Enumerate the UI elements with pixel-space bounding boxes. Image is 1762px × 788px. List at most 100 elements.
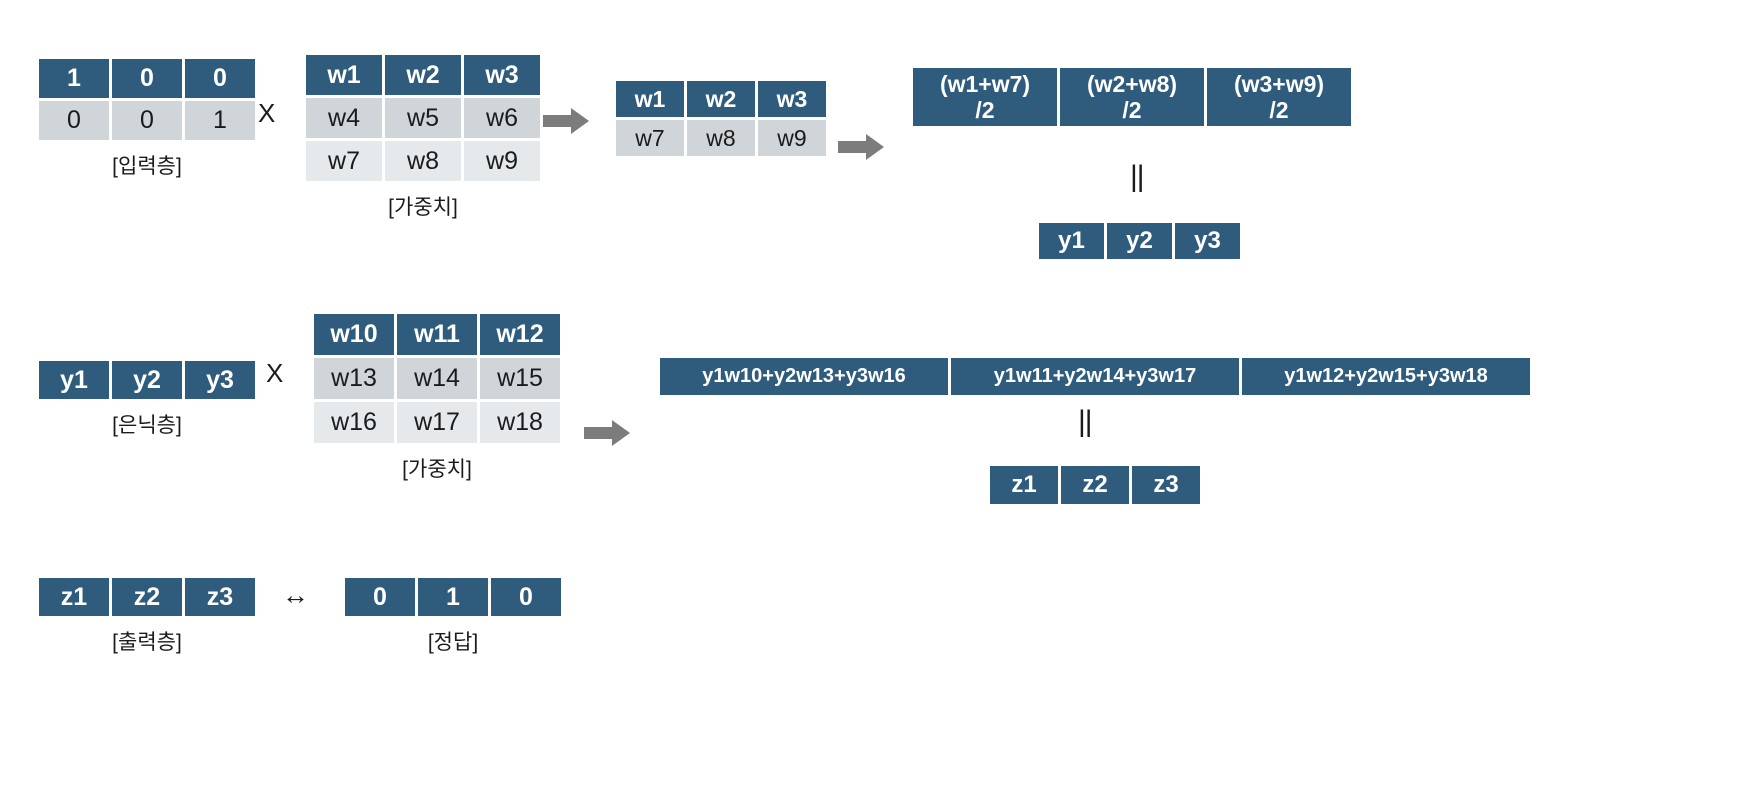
cell: w1 (616, 81, 684, 117)
cell: 0 (345, 578, 415, 616)
right-arrow-icon (838, 134, 884, 160)
multiply-operator-2: X (266, 358, 284, 388)
averaged-result-matrix: (w1+w7) /2 (w2+w8) /2 (w3+w9) /2 (910, 65, 1354, 129)
weights-matrix-1-caption: [가중치] (388, 196, 458, 219)
weights-matrix-2-block: w10 w11 w12 w13 w14 w15 w16 w17 w18 [가중치… (311, 311, 563, 483)
cell: w5 (385, 98, 461, 138)
cell: w9 (464, 141, 540, 181)
cell: y3 (185, 361, 255, 399)
hidden-layer-caption: [은닉층] (112, 414, 182, 437)
cell: w8 (687, 120, 755, 156)
cell: w4 (306, 98, 382, 138)
cell: 1 (185, 101, 255, 140)
cell: w10 (314, 314, 394, 355)
output-layer-block: z1 z2 z3 [출력층] (36, 575, 258, 656)
table-row: y1 y2 y3 (39, 361, 255, 399)
table-row: w10 w11 w12 (314, 314, 560, 355)
cell: y2 (112, 361, 182, 399)
table-row: w4 w5 w6 (306, 98, 540, 138)
cell: w16 (314, 402, 394, 443)
cell: w3 (464, 55, 540, 95)
arrow-head (866, 134, 884, 160)
arrow-head (571, 108, 589, 134)
table-row: 0 0 1 (39, 101, 255, 140)
cell: w2 (385, 55, 461, 95)
input-layer-block: 1 0 0 0 0 1 [입력층] (36, 56, 258, 180)
table-row: w13 w14 w15 (314, 358, 560, 399)
cell: w12 (480, 314, 560, 355)
arrow-shaft (584, 427, 614, 439)
table-row: z1 z2 z3 (990, 466, 1200, 504)
cell: w14 (397, 358, 477, 399)
cell: w13 (314, 358, 394, 399)
cell: z2 (112, 578, 182, 616)
table-row: y1 y2 y3 (1039, 223, 1240, 259)
cell: y3 (1175, 223, 1240, 259)
weights-matrix-1: w1 w2 w3 w4 w5 w6 w7 w8 w9 (303, 52, 543, 184)
output-layer-caption: [출력층] (112, 631, 182, 654)
bidirectional-arrow-icon: ↔ (282, 580, 309, 610)
input-layer-caption: [입력층] (112, 155, 182, 178)
cell: z2 (1061, 466, 1129, 504)
multiply-operator-1: X (258, 98, 276, 128)
weights-matrix-2: w10 w11 w12 w13 w14 w15 w16 w17 w18 (311, 311, 563, 446)
cell: z3 (1132, 466, 1200, 504)
cell: 0 (112, 59, 182, 98)
equals-operator-1: || (1130, 160, 1145, 193)
cell: y1w12+y2w15+y3w18 (1242, 358, 1530, 395)
cell: w7 (616, 120, 684, 156)
selected-weights-block: w1 w2 w3 w7 w8 w9 (613, 78, 829, 159)
right-arrow-icon (543, 108, 589, 134)
table-row: w1 w2 w3 (306, 55, 540, 95)
answer-vector-block: 0 1 0 [정답] (342, 575, 564, 656)
cell: w18 (480, 402, 560, 443)
table-row: (w1+w7) /2 (w2+w8) /2 (w3+w9) /2 (913, 68, 1351, 126)
table-row: w16 w17 w18 (314, 402, 560, 443)
arrow-head (612, 420, 630, 446)
table-row: w1 w2 w3 (616, 81, 826, 117)
cell: 0 (39, 101, 109, 140)
input-layer-matrix: 1 0 0 0 0 1 (36, 56, 258, 143)
cell: (w1+w7) /2 (913, 68, 1057, 126)
equals-operator-2: || (1078, 405, 1093, 438)
table-row: w7 w8 w9 (616, 120, 826, 156)
selected-weights-matrix: w1 w2 w3 w7 w8 w9 (613, 78, 829, 159)
cell: y1 (39, 361, 109, 399)
table-row: z1 z2 z3 (39, 578, 255, 616)
table-row: y1w10+y2w13+y3w16 y1w11+y2w14+y3w17 y1w1… (660, 358, 1530, 395)
cell: w7 (306, 141, 382, 181)
y-vector-result: y1 y2 y3 (1036, 220, 1243, 262)
z-vector-result: z1 z2 z3 (987, 463, 1203, 507)
arrow-shaft (543, 115, 573, 127)
averaged-result-block: (w1+w7) /2 (w2+w8) /2 (w3+w9) /2 (910, 65, 1354, 129)
answer-vector-caption: [정답] (427, 631, 479, 654)
z-formula-block: y1w10+y2w13+y3w16 y1w11+y2w14+y3w17 y1w1… (657, 355, 1533, 398)
cell: w17 (397, 402, 477, 443)
answer-vector: 0 1 0 (342, 575, 564, 619)
cell: y1w11+y2w14+y3w17 (951, 358, 1239, 395)
y-vector-result-block: y1 y2 y3 (1036, 220, 1243, 262)
z-vector-result-block: z1 z2 z3 (987, 463, 1203, 507)
cell: 0 (112, 101, 182, 140)
cell: w1 (306, 55, 382, 95)
cell: w6 (464, 98, 540, 138)
weights-matrix-1-block: w1 w2 w3 w4 w5 w6 w7 w8 w9 [가중치] (303, 52, 543, 221)
cell: z1 (39, 578, 109, 616)
hidden-layer-block: y1 y2 y3 [은닉층] (36, 358, 258, 439)
cell: 0 (185, 59, 255, 98)
cell: w15 (480, 358, 560, 399)
cell: w2 (687, 81, 755, 117)
cell: y2 (1107, 223, 1172, 259)
cell: y1 (1039, 223, 1104, 259)
cell: w3 (758, 81, 826, 117)
cell: (w2+w8) /2 (1060, 68, 1204, 126)
table-row: 0 1 0 (345, 578, 561, 616)
z-formula-matrix: y1w10+y2w13+y3w16 y1w11+y2w14+y3w17 y1w1… (657, 355, 1533, 398)
output-layer-vector: z1 z2 z3 (36, 575, 258, 619)
cell: (w3+w9) /2 (1207, 68, 1351, 126)
cell: 0 (491, 578, 561, 616)
right-arrow-icon (584, 420, 630, 446)
cell: 1 (39, 59, 109, 98)
hidden-layer-vector: y1 y2 y3 (36, 358, 258, 402)
